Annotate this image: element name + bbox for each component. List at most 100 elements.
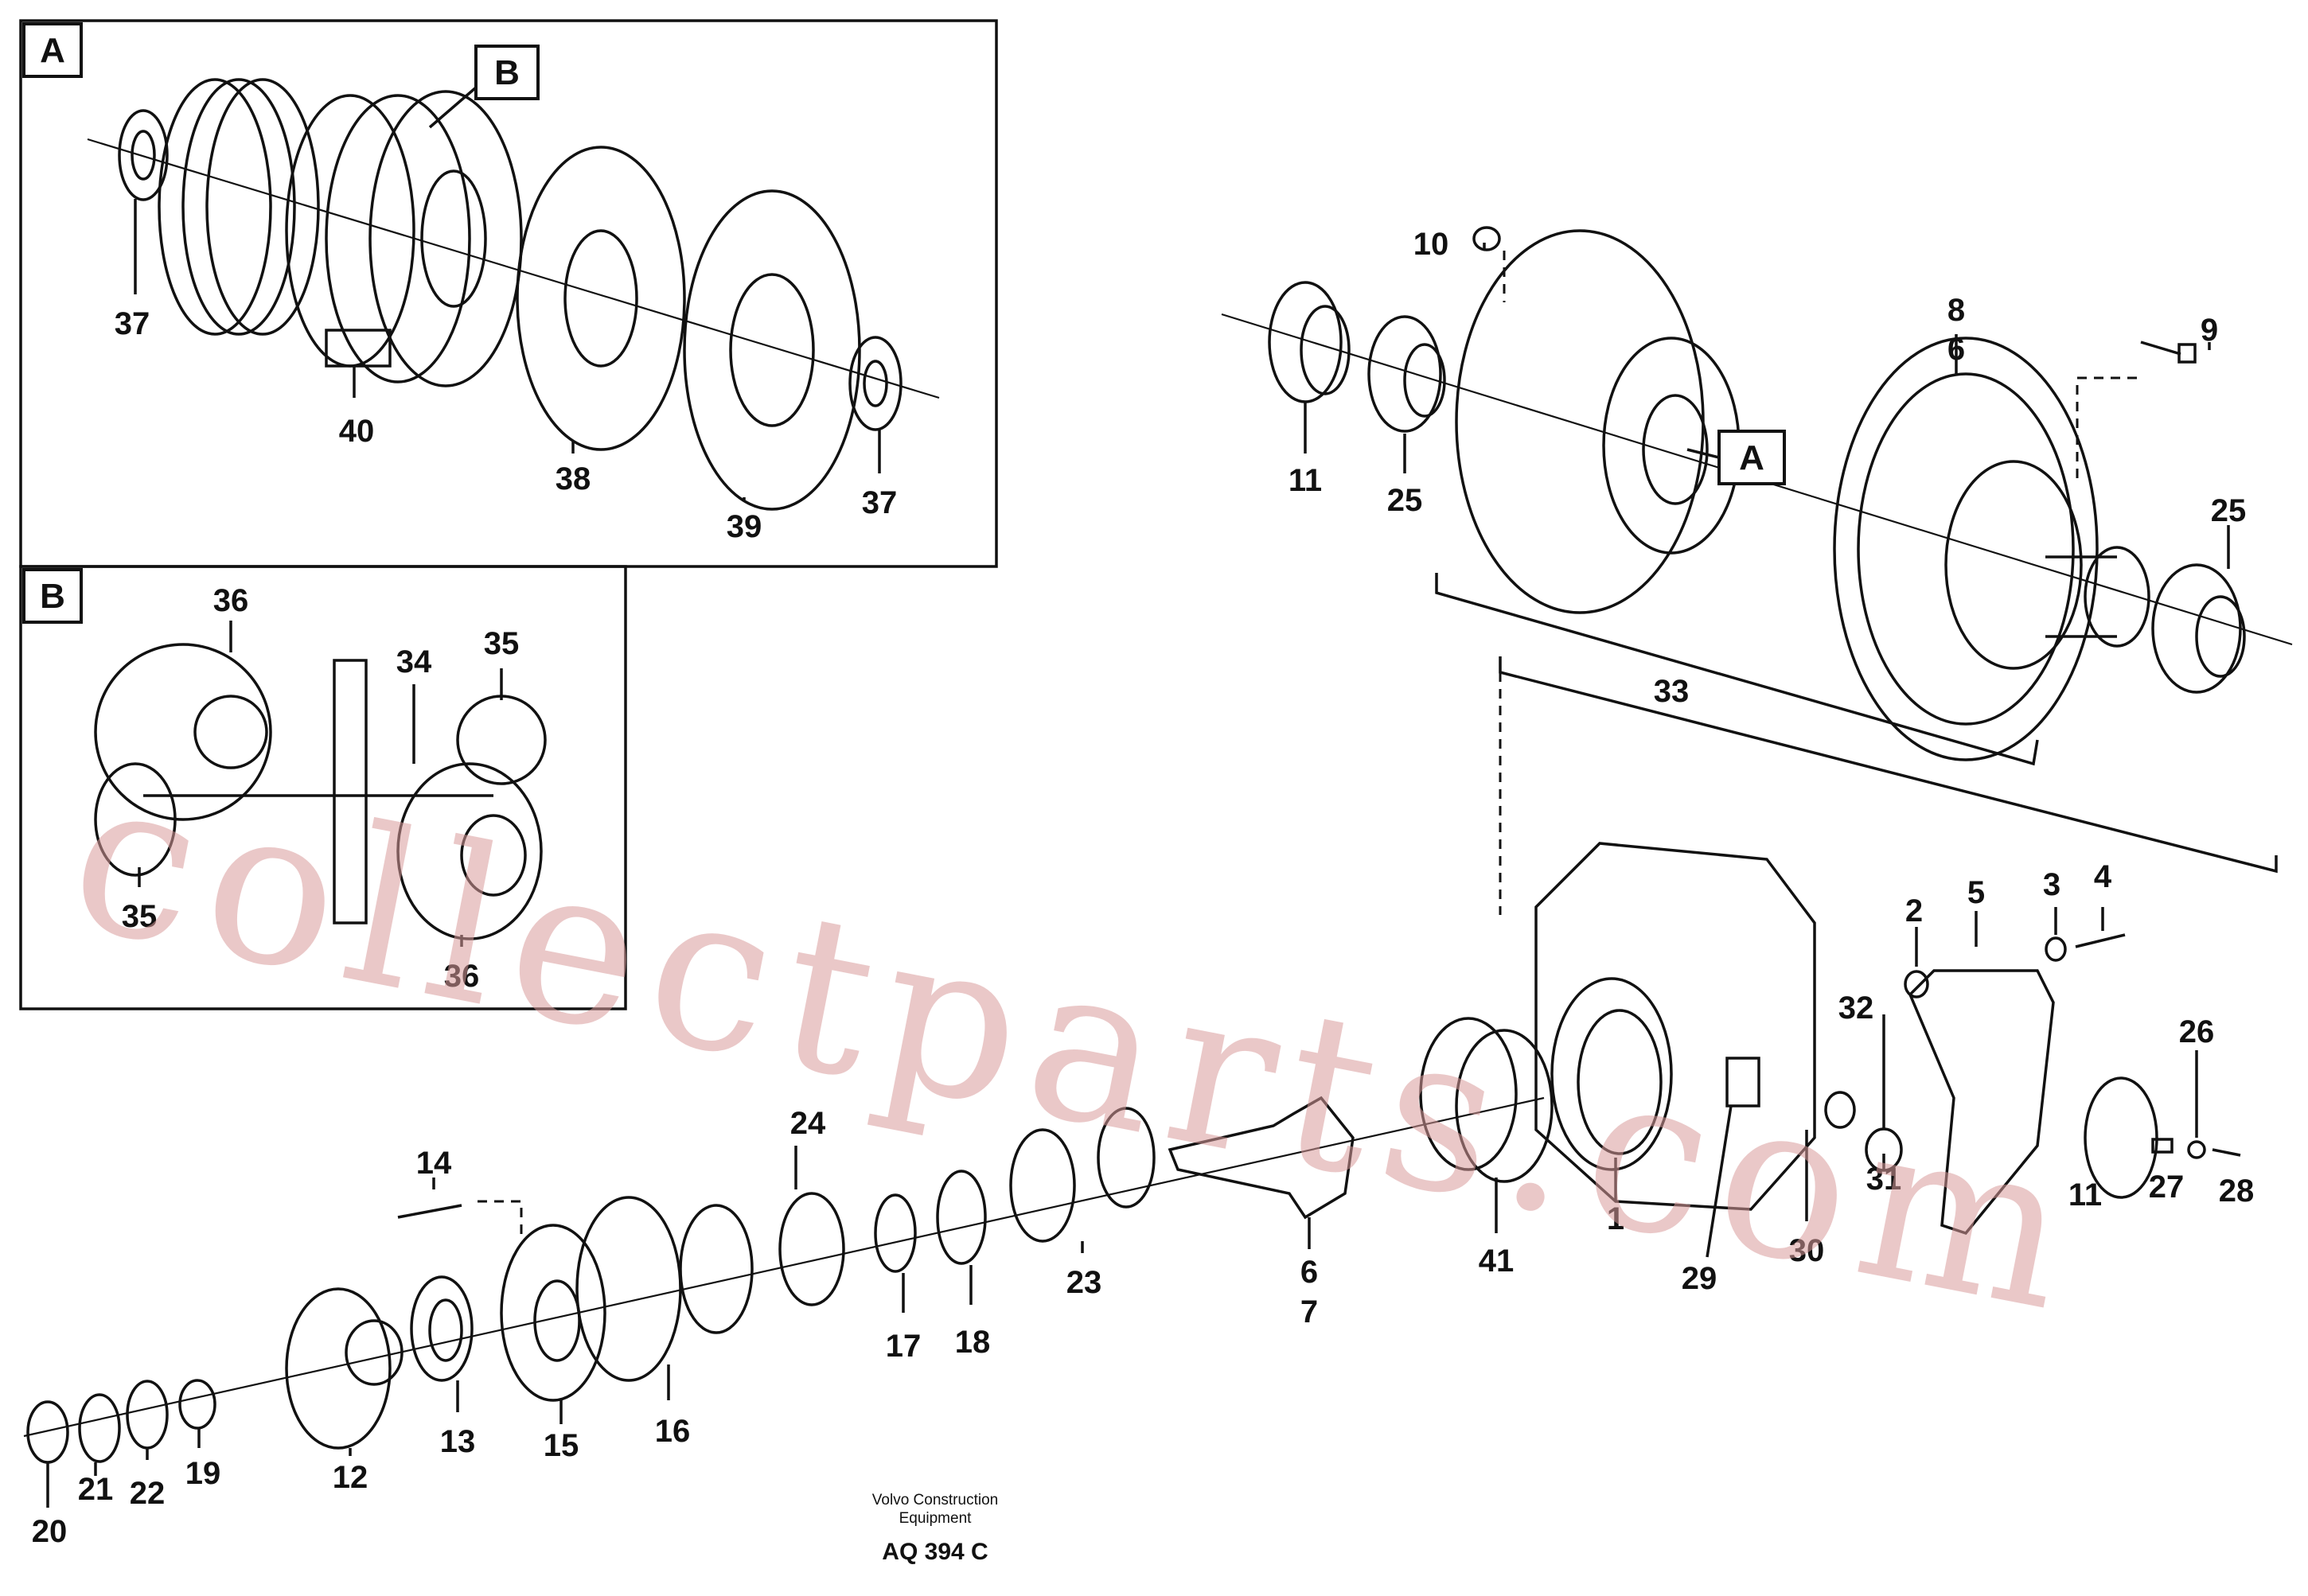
inset-a: A B [19,19,998,568]
part-37-washer-left [118,109,169,201]
callout-27: 27 [2149,1170,2185,1205]
ref-a-label: A [1739,438,1764,477]
bracket-33-upper [1435,573,2039,766]
inset-b-frame [19,565,627,1010]
callout-14: 14 [416,1146,452,1181]
callout-37: 37 [115,306,150,341]
inset-a-frame [19,19,998,568]
callout-11: 11 [1289,463,1322,498]
callout-20: 20 [32,1514,68,1549]
part-39-steel-plate [683,189,861,511]
callout-36: 36 [444,959,480,994]
callout-29: 29 [1682,1261,1717,1296]
callout-4: 4 [2094,859,2112,894]
pinion-line: 6 7 24 23 17 18 14 16 15 13 12 19 22 21 … [23,1096,1545,1549]
callout-21: 21 [78,1472,114,1507]
callout-25: 25 [1387,483,1423,518]
part-25-bearing-left [1367,315,1446,433]
part-24-bearing [679,1192,845,1334]
axis-line [23,1096,1545,1438]
bracket-33-lower [1499,656,2278,874]
callout-25: 25 [2211,493,2247,528]
callout-26: 26 [2179,1014,2215,1049]
part-6-pinion [1168,1096,1355,1220]
callout-6: 6 [1300,1255,1318,1290]
callout-15: 15 [544,1428,579,1463]
hardware-small-parts [1824,933,2241,1172]
part-21-lockplate [78,1393,121,1463]
callout-28: 28 [2219,1174,2255,1209]
callout-8: 8 [1947,293,1965,328]
inset-b: B 36 34 35 35 36 [19,565,627,1010]
carrier-housing-half [1455,229,1741,614]
callout-37: 37 [862,485,898,520]
callout-39: 39 [727,509,762,544]
callout-1: 1 [1607,1201,1624,1236]
part-15-cover [500,1224,606,1402]
part-16-o-ring [575,1196,682,1382]
part-22-lockplate [126,1380,169,1450]
part-18-shim [936,1170,987,1265]
part-23-bearing [1009,1107,1156,1243]
callout-2: 2 [1905,893,1923,928]
part-17-ring [874,1193,917,1273]
callout-12: 12 [333,1460,368,1495]
part-8-crown-wheel [1833,337,2150,761]
callout-35: 35 [484,626,520,661]
callout-35: 35 [122,899,158,934]
callout-30: 30 [1789,1233,1825,1268]
footer-line-2: Equipment [899,1510,973,1527]
callout-18: 18 [955,1325,991,1360]
leader [1686,448,1720,459]
part-19-nut [178,1379,216,1430]
axle-housing-group: 5 3 4 2 32 26 27 28 11 31 30 29 1 41 [1419,842,2255,1296]
callout-34: 34 [396,644,432,679]
part-5-bracket [1908,969,2158,1236]
inset-a-label: A [40,31,65,70]
leader [1706,1105,1733,1258]
callout-38: 38 [556,461,591,496]
callout-16: 16 [655,1414,691,1449]
inset-b-label: B [40,577,65,616]
part-41-sleeve [1419,1017,1554,1183]
ref-a-badge [1717,430,1786,485]
part-13-seal [410,1275,474,1382]
callout-10: 10 [1413,227,1449,262]
part-25-bearing-right [2151,563,2246,694]
footer-line-1: Volvo Construction [872,1492,998,1508]
inset-a-badge [22,22,83,78]
callout-9: 9 [2201,313,2218,348]
part-1-housing [1534,842,1816,1211]
callout-7: 7 [1300,1294,1318,1329]
callout-24: 24 [790,1106,826,1141]
part-10-nut [1472,226,1506,302]
callout-33: 33 [1654,674,1690,709]
callout-36: 36 [213,583,249,618]
callout-19: 19 [185,1456,221,1491]
callout-41: 41 [1479,1244,1515,1279]
axis-line [87,138,940,399]
inset-b-badge [22,568,83,624]
part-37-washer-right [848,336,903,431]
callout-11: 11 [2068,1178,2102,1213]
part-12-flange [285,1287,404,1450]
callout-6: 6 [1947,332,1965,367]
callout-40: 40 [339,414,375,449]
callout-31: 31 [1866,1162,1902,1197]
differential-gears [94,643,547,940]
callout-22: 22 [130,1476,166,1511]
callout-17: 17 [886,1329,922,1364]
inset-a-ref-badge [474,45,540,100]
part-20-washer [26,1400,69,1464]
callout-23: 23 [1066,1265,1102,1300]
callout-3: 3 [2043,867,2060,902]
inset-a-ref-label: B [494,53,520,92]
callout-5: 5 [1967,875,1985,910]
part-38-friction-disc [516,146,686,451]
callout-13: 13 [440,1424,476,1459]
carrier-assembly: A 10 8 [1221,226,2293,915]
part-40-clutch-drum [158,78,523,387]
callout-32: 32 [1838,991,1874,1026]
